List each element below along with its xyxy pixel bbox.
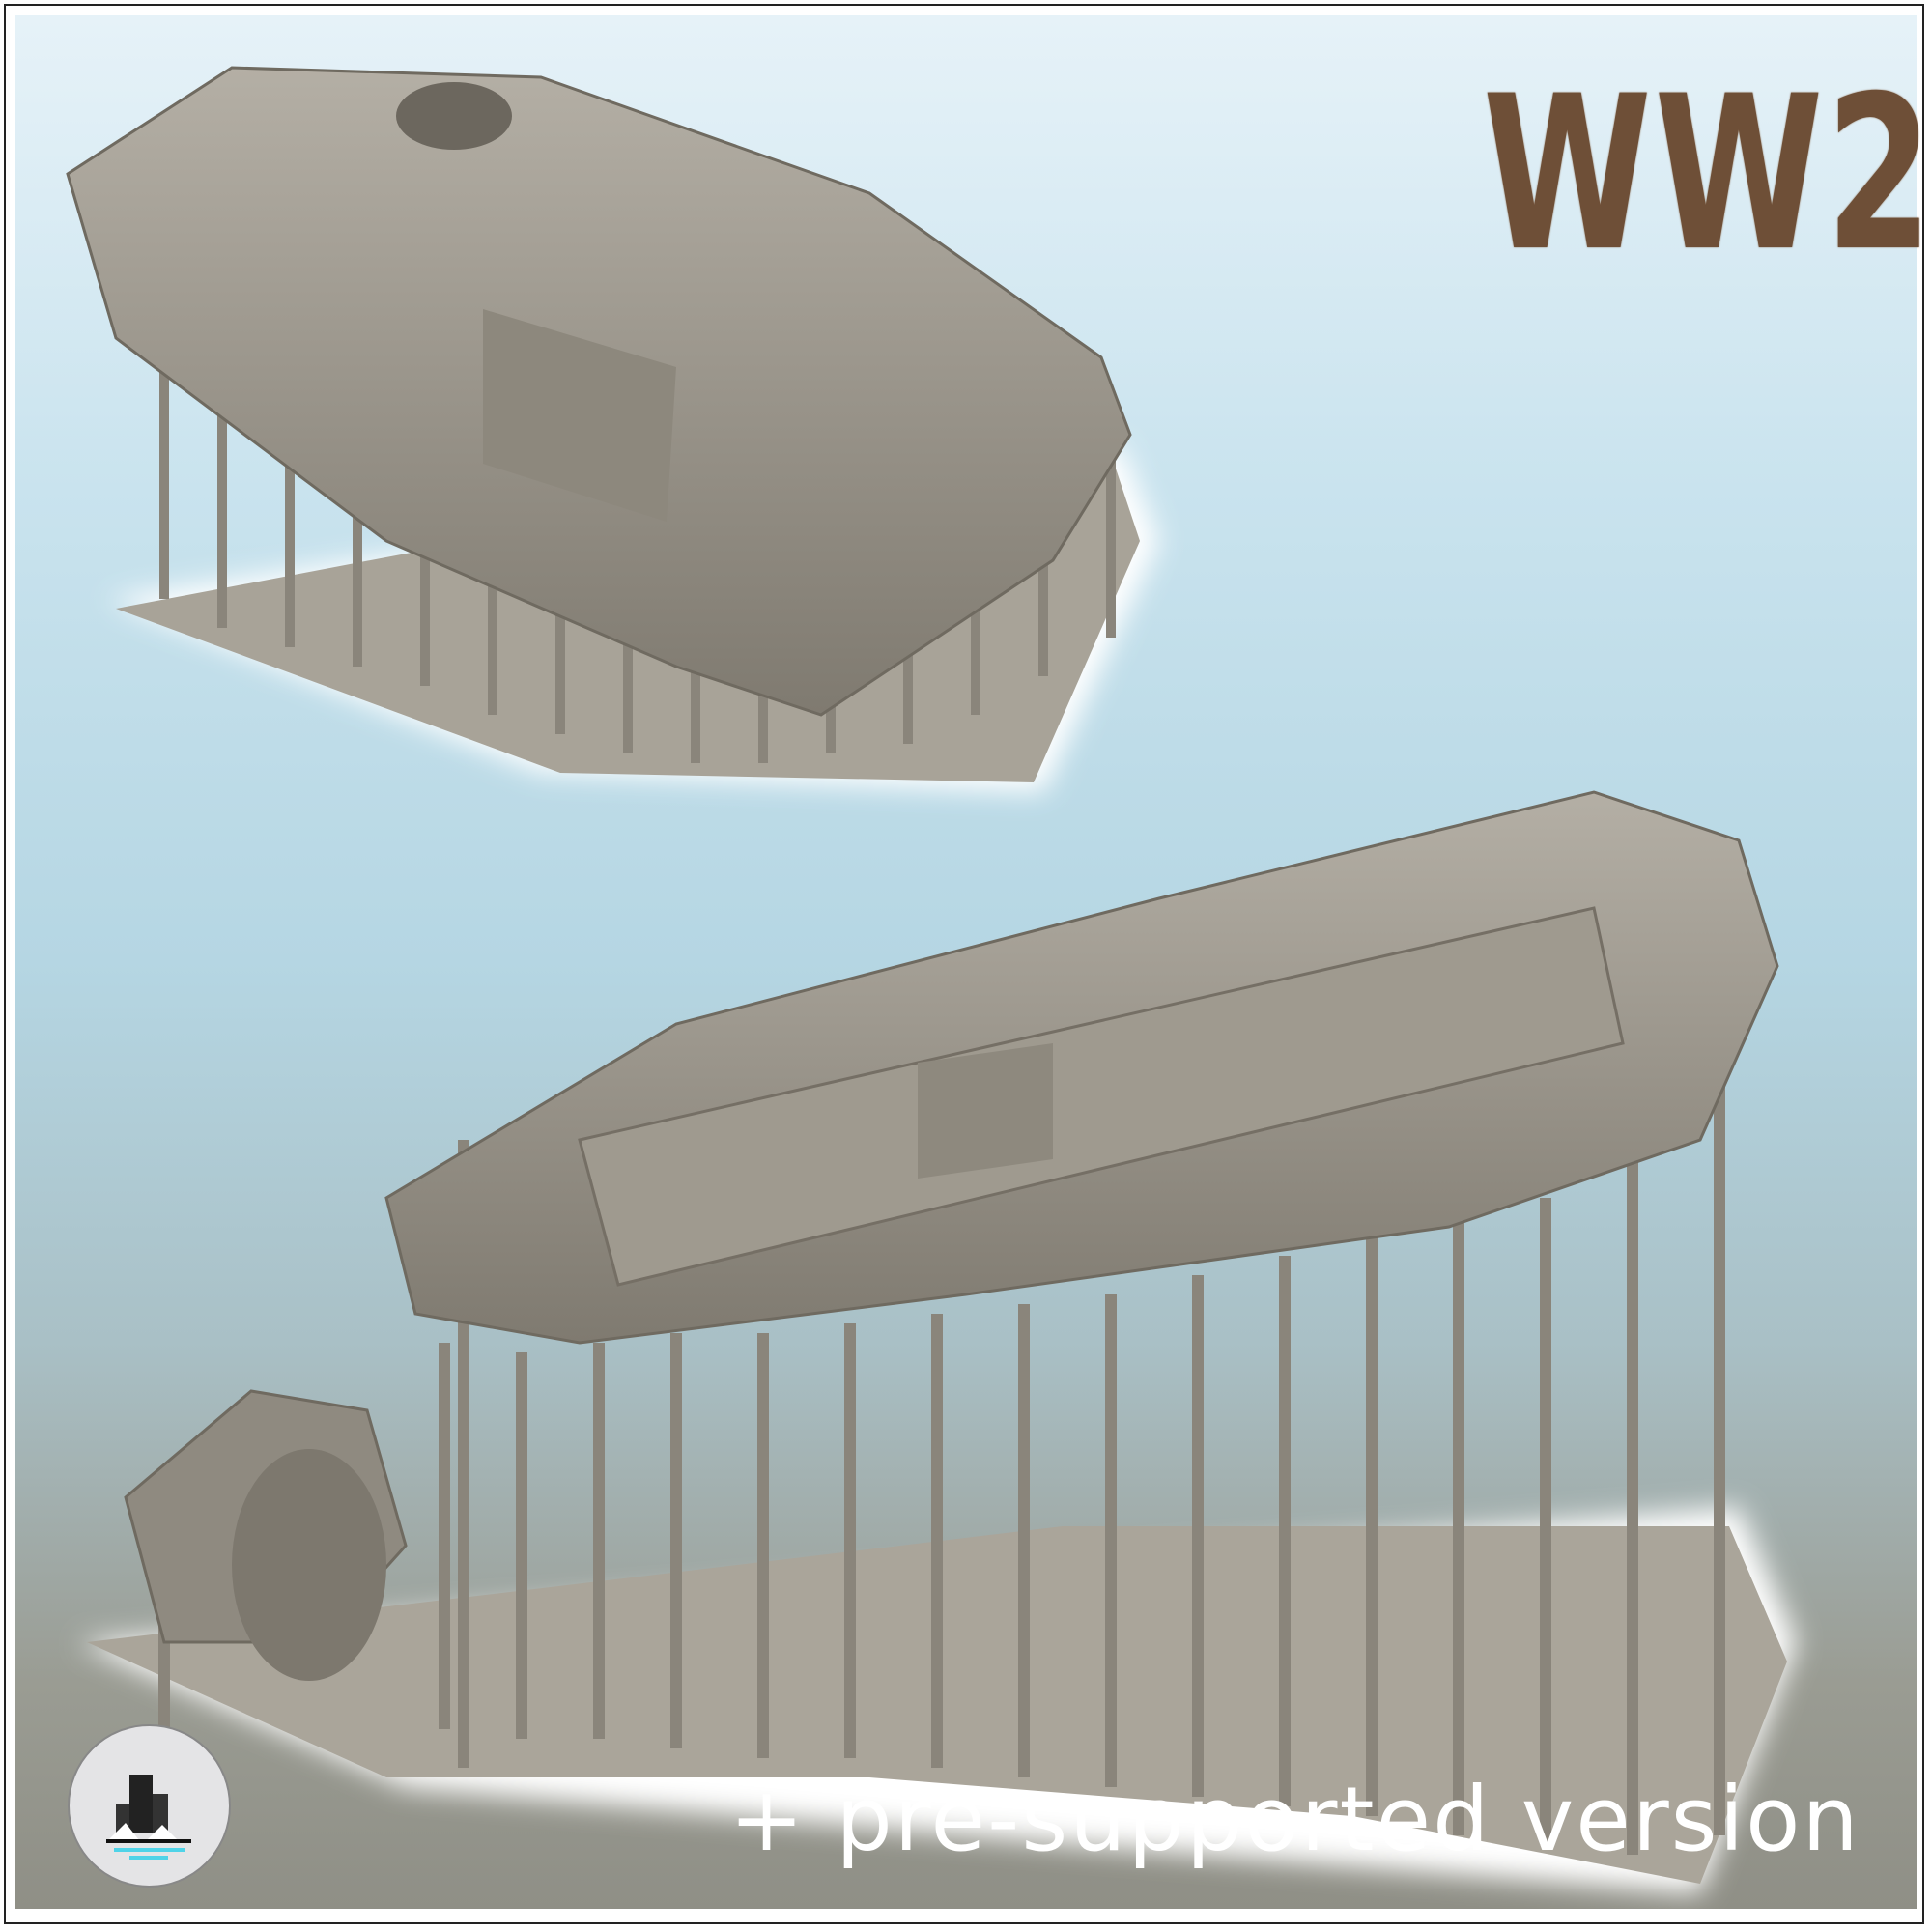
upper-tank-model — [66, 66, 1159, 792]
brand-logo — [68, 1724, 231, 1888]
pre-supported-caption: + pre-supported version — [729, 1768, 1861, 1871]
castle-logo-icon — [106, 1775, 191, 1860]
lower-tank-model — [77, 790, 1797, 1893]
title-ww2: WW2 — [1483, 50, 1932, 298]
